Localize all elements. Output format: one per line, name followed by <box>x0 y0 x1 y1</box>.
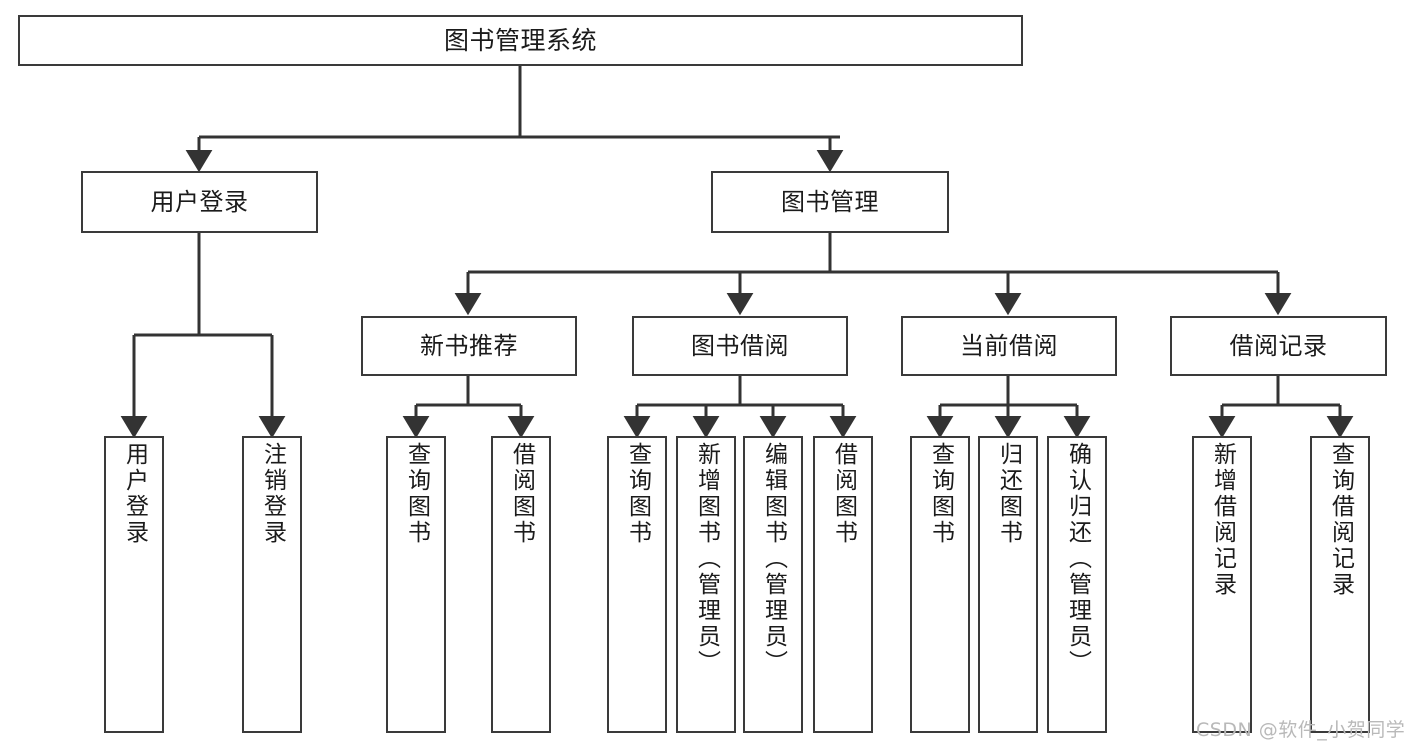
node-current-borrowing[interactable]: 当前借阅 <box>901 316 1117 376</box>
node-leaf-query-books-newbook[interactable]: 查询图书 <box>386 436 446 733</box>
node-leaf-borrow-books-newbook[interactable]: 借阅图书 <box>491 436 551 733</box>
node-label: 用户登录 <box>121 442 148 546</box>
node-label: 新增借阅记录 <box>1209 442 1236 598</box>
node-book-management[interactable]: 图书管理 <box>711 171 949 233</box>
node-leaf-add-borrow-record[interactable]: 新增借阅记录 <box>1192 436 1252 733</box>
node-label: 图书管理 <box>781 187 879 216</box>
node-leaf-query-books-current[interactable]: 查询图书 <box>910 436 970 733</box>
node-leaf-user-login[interactable]: 用户登录 <box>104 436 164 733</box>
node-label: 用户登录 <box>150 187 249 216</box>
node-label: 确认归还（管理员） <box>1064 442 1091 676</box>
node-label: 新书推荐 <box>420 331 518 360</box>
node-leaf-query-borrow-record[interactable]: 查询借阅记录 <box>1310 436 1370 733</box>
node-leaf-borrow-books[interactable]: 借阅图书 <box>813 436 873 733</box>
node-root-book-management-system[interactable]: 图书管理系统 <box>18 15 1023 66</box>
node-label: 借阅图书 <box>830 442 857 546</box>
node-label: 注销登录 <box>259 442 286 546</box>
node-leaf-return-books[interactable]: 归还图书 <box>978 436 1038 733</box>
node-label: 编辑图书（管理员） <box>760 442 787 676</box>
node-leaf-logout[interactable]: 注销登录 <box>242 436 302 733</box>
node-label: 图书管理系统 <box>443 25 597 55</box>
node-leaf-confirm-return-admin[interactable]: 确认归还（管理员） <box>1047 436 1107 733</box>
node-label: 当前借阅 <box>960 331 1058 360</box>
node-label: 查询图书 <box>927 442 954 546</box>
node-book-borrowing[interactable]: 图书借阅 <box>632 316 848 376</box>
node-borrow-records[interactable]: 借阅记录 <box>1170 316 1387 376</box>
node-label: 查询图书 <box>403 442 430 546</box>
node-label: 查询图书 <box>624 442 651 546</box>
node-label: 图书借阅 <box>691 331 789 360</box>
node-label: 查询借阅记录 <box>1327 442 1354 598</box>
node-label: 归还图书 <box>995 442 1022 546</box>
node-label: 借阅记录 <box>1229 331 1328 360</box>
node-label: 借阅图书 <box>508 442 535 546</box>
node-leaf-query-books-borrow[interactable]: 查询图书 <box>607 436 667 733</box>
node-label: 新增图书（管理员） <box>693 442 720 676</box>
node-leaf-add-book-admin[interactable]: 新增图书（管理员） <box>676 436 736 733</box>
node-user-login[interactable]: 用户登录 <box>81 171 318 233</box>
node-new-book-recommendation[interactable]: 新书推荐 <box>361 316 577 376</box>
node-leaf-edit-book-admin[interactable]: 编辑图书（管理员） <box>743 436 803 733</box>
